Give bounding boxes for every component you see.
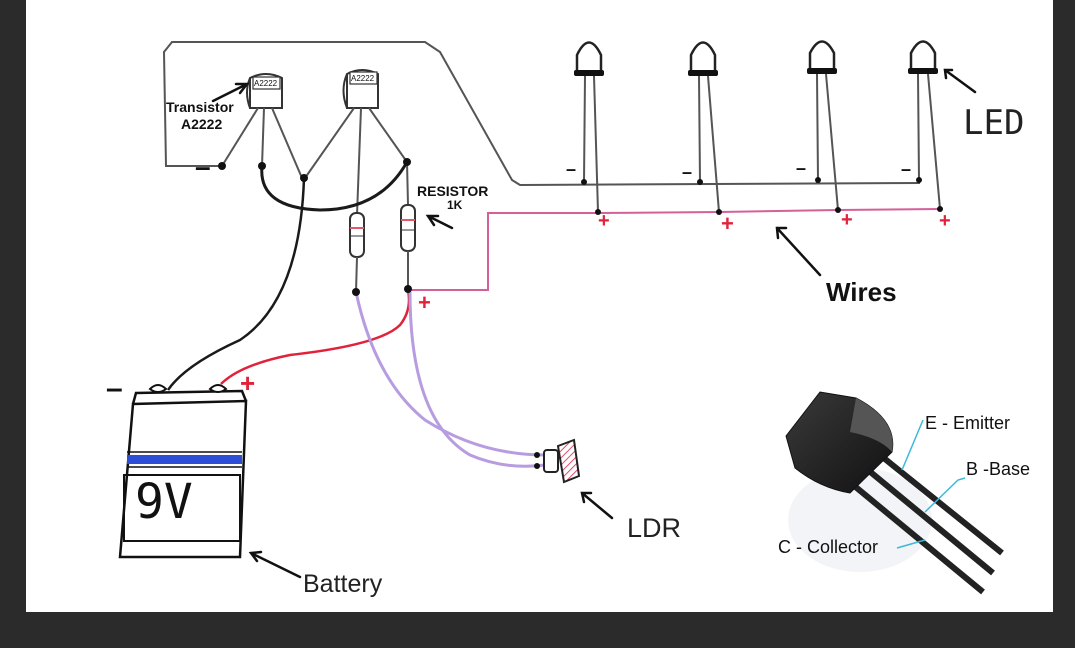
battery-minus-sign: – — [106, 372, 123, 405]
led-1-minus-sign: – — [566, 159, 577, 179]
led-2 — [688, 41, 720, 213]
wires-label: Wires — [826, 277, 897, 307]
transistor-model-label: A2222 — [181, 116, 223, 132]
black-link-wire — [260, 161, 409, 212]
led-4 — [908, 40, 941, 210]
led-3-plus-sign: + — [841, 209, 853, 231]
transistor-label: Transistor — [166, 99, 234, 115]
pointer-arrows — [211, 68, 977, 579]
resistor-label: RESISTOR — [417, 183, 489, 199]
emitter-label: E - Emitter — [925, 413, 1011, 433]
transistor-illustration — [785, 391, 1004, 595]
transistor-middle — [304, 69, 408, 216]
led-2-plus-sign: + — [721, 211, 734, 236]
battery-negative-wire — [166, 177, 306, 391]
base-label: B -Base — [966, 459, 1031, 479]
ldr-wire-1 — [354, 291, 546, 457]
battery-voltage-label: 9V — [135, 474, 193, 530]
ldr-label: LDR — [627, 513, 682, 543]
transistor-middle-marking: A2222 — [351, 74, 375, 83]
led-label: LED — [963, 103, 1025, 143]
collector-label: C - Collector — [778, 537, 879, 557]
resistor-value-label: 1K — [447, 198, 463, 212]
ldr-wire-2 — [408, 291, 546, 468]
transistor-left-marking: A2222 — [254, 79, 278, 88]
transistor-left — [221, 73, 303, 179]
led-3 — [807, 40, 839, 211]
battery-plus-sign: + — [240, 368, 256, 398]
ground-minus-sign: – — [195, 151, 211, 182]
led-3-minus-sign: – — [796, 158, 807, 178]
led-group — [574, 40, 941, 213]
pin-callouts — [896, 419, 966, 549]
ground-loop-wire — [162, 41, 921, 187]
junction-dots — [218, 158, 943, 469]
battery-label: Battery — [303, 570, 383, 598]
ldr-sensor — [543, 438, 581, 484]
led-4-plus-sign: + — [939, 210, 951, 232]
led-4-minus-sign: – — [901, 159, 912, 179]
led-1 — [574, 41, 604, 213]
battery-positive-wire — [220, 289, 411, 385]
resistor-plus-sign: + — [418, 290, 431, 315]
led-2-minus-sign: – — [682, 162, 693, 182]
resistor-2 — [400, 161, 416, 289]
resistor-1 — [349, 212, 365, 293]
battery-9v — [118, 384, 248, 559]
led-1-plus-sign: + — [598, 210, 610, 232]
